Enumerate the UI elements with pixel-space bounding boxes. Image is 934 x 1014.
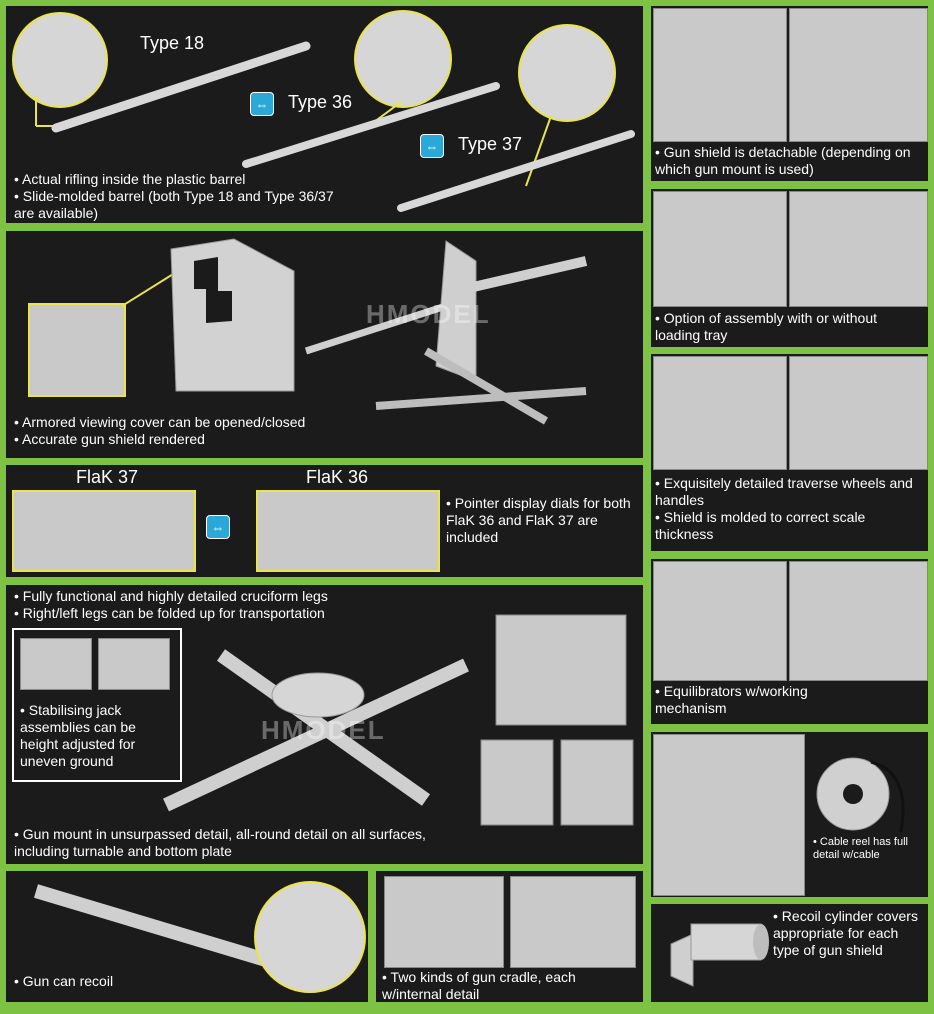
dial-bullets: • Pointer display dials for both FlaK 36… — [446, 495, 631, 545]
panel-loading-tray: • Option of assembly with or without loa… — [651, 189, 928, 347]
legs-bullets: • Fully functional and highly detailed c… — [14, 588, 328, 621]
loading-tray-photo-right — [789, 191, 928, 307]
panel-cable-reel: • Cable reel has full detail w/cable — [651, 732, 928, 897]
watermark: HMODEL — [261, 715, 386, 745]
equilibrator-bullets: • Equilibrators w/working mechanism — [655, 683, 808, 716]
cradle-photo-right — [510, 876, 636, 968]
arrows-icon: ⇔ — [206, 515, 230, 539]
barrel-bullets: • Actual rifling inside the plastic barr… — [14, 171, 334, 221]
arrows-icon: ⇔ — [420, 134, 444, 158]
barrel-graphics — [35, 41, 635, 212]
panel-equilibrators: • Equilibrators w/working mechanism — [651, 559, 928, 724]
loading-tray-photo-left — [653, 191, 787, 307]
barrel-37-closeup — [518, 24, 616, 122]
cradle-bullets: • Two kinds of gun cradle, each w/intern… — [382, 969, 576, 1002]
flak-36-dial-photo — [256, 490, 440, 572]
cable-reel-graphic — [816, 757, 905, 833]
barrel-label-type-18: Type 18 — [140, 33, 205, 53]
dial-label-flak-37: FlaK 37 — [76, 467, 139, 487]
recoil-closeup — [254, 881, 366, 993]
equilibrator-photo-right — [789, 561, 928, 681]
panel-cruciform-legs: • Fully functional and highly detailed c… — [6, 585, 643, 864]
dial-label-flak-36: FlaK 36 — [306, 467, 369, 487]
loading-tray-bullets: • Option of assembly with or without loa… — [655, 310, 878, 343]
cruciform-graphics — [163, 614, 634, 826]
traverse-photo-right — [789, 356, 928, 470]
recoil-bullets: • Gun can recoil — [14, 973, 114, 989]
flak-37-dial-photo — [12, 490, 196, 572]
gun-shield-bullets: • Armored viewing cover can be opened/cl… — [14, 414, 306, 447]
recoil-cylinder-text: • Recoil cylinder covers appropriate for… — [773, 908, 918, 958]
panel-shield-detachable: • Gun shield is detachable (depending on… — [651, 6, 928, 181]
shield-photo-left — [653, 8, 787, 142]
cradle-photo-left — [384, 876, 504, 968]
traverse-photo-left — [653, 356, 787, 470]
panel-gun-cradle: • Two kinds of gun cradle, each w/intern… — [376, 871, 643, 1002]
barrel-36-closeup — [354, 10, 452, 108]
cable-reel-text: • Cable reel has full detail w/cable — [813, 836, 908, 861]
barrel-rifling-closeup — [12, 12, 108, 108]
jack-photo-left — [20, 638, 92, 690]
barrel-label-type-37: Type 37 — [458, 134, 523, 154]
panel-recoil-cylinder: • Recoil cylinder covers appropriate for… — [651, 904, 928, 1002]
barrel-label-type-36: Type 36 — [288, 92, 353, 112]
shield-detach-bullets: • Gun shield is detachable (depending on… — [655, 144, 911, 177]
shield-graphics — [121, 238, 588, 425]
shield-photo-right — [789, 8, 928, 142]
equilibrator-photo-left — [653, 561, 787, 681]
recoil-graphic — [33, 884, 289, 973]
panel-traverse-wheels: • Exquisitely detailed traverse wheels a… — [651, 354, 928, 551]
traverse-bullets: • Exquisitely detailed traverse wheels a… — [655, 475, 913, 542]
jack-callout-box: • Stabilising jack assemblies can be hei… — [12, 628, 182, 782]
panel-pointer-dials: FlaK 37 FlaK 36 ⇔ • Pointer display dial… — [6, 465, 643, 577]
cable-reel-photo — [653, 734, 805, 896]
watermark: HMODEL — [366, 299, 491, 329]
panel-barrels: Type 18 ⇔ Type 36 ⇔ Type 37 • Actual rif… — [6, 6, 643, 223]
recoil-cylinder-graphic — [670, 923, 769, 987]
arrows-icon: ⇔ — [250, 92, 274, 116]
mount-text: • Gun mount in unsurpassed detail, all-r… — [14, 826, 426, 859]
jack-photo-right — [98, 638, 170, 690]
jack-text: • Stabilising jack assemblies can be hei… — [20, 702, 136, 769]
panel-gun-recoil: • Gun can recoil — [6, 871, 368, 1002]
panel-gun-shield: HMODEL • Armored viewing cover can be op… — [6, 231, 643, 458]
viewing-cover-closeup — [28, 303, 126, 397]
